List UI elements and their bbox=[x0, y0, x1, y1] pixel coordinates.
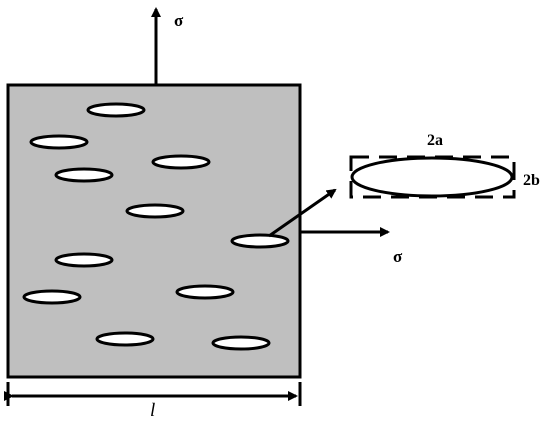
crack-group bbox=[22, 102, 290, 351]
detail-crack bbox=[350, 156, 514, 198]
stress-label-top: σ bbox=[174, 11, 184, 30]
detail-pointer-arrow bbox=[268, 188, 337, 238]
crack-length-label: 2a bbox=[427, 132, 443, 149]
crack bbox=[22, 289, 82, 305]
crack bbox=[95, 331, 155, 347]
crack bbox=[125, 203, 185, 219]
stress-label-right: σ bbox=[393, 247, 403, 266]
plate-length-label: l bbox=[150, 400, 155, 421]
crack bbox=[230, 233, 290, 249]
crack bbox=[175, 284, 235, 300]
crack bbox=[29, 134, 89, 150]
crack bbox=[151, 154, 211, 170]
crack bbox=[54, 252, 114, 268]
crack bbox=[54, 167, 114, 183]
crack bbox=[211, 335, 271, 351]
crack bbox=[86, 102, 146, 118]
crack-width-label: 2b bbox=[523, 172, 540, 189]
plate bbox=[6, 83, 302, 379]
